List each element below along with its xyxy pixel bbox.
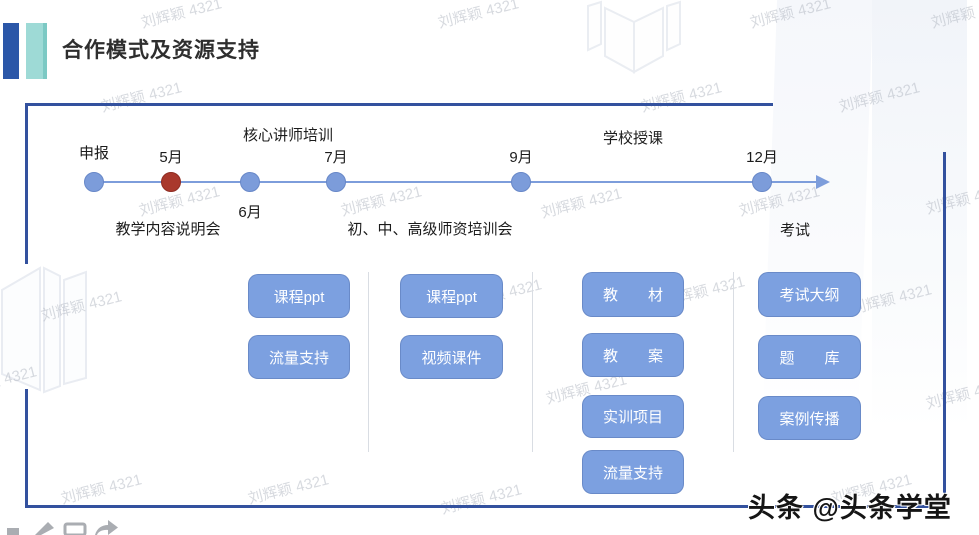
timeline-dot-june [240,172,260,192]
timeline-arrowhead-icon [816,175,830,189]
resource-card: 实训项目 [582,395,684,438]
milestone-label: 5月 [159,149,183,166]
frame-border-right [943,152,946,508]
watermark-text: 刘辉颖 4321 [139,0,224,32]
share-arrow-icon [95,520,118,535]
resource-card: 教 案 [582,333,684,377]
watermark-text: 刘辉颖 4321 [59,471,144,508]
milestone-label: 7月 [324,149,348,166]
partial-icon [7,528,19,535]
event-label: 教学内容说明会 [115,221,221,238]
timeline-dot-shenbao [84,172,104,192]
watermark-text: 刘辉颖 4321 [246,471,331,508]
watermark-text: 刘辉颖 4321 [39,288,124,325]
watermark-text: 刘辉颖 4321 [849,281,934,318]
timeline-dot-september [511,172,531,192]
phase-label: 学校授课 [602,130,663,147]
milestone-label: 9月 [509,149,533,166]
watermark-text: 刘辉颖 4321 [924,376,979,413]
watermark-text: 刘辉颖 4321 [639,79,724,116]
timeline-axis [88,181,818,183]
milestone-label: 申报 [78,145,109,162]
event-label: 考试 [779,222,810,239]
resource-card: 课程ppt [400,274,503,318]
timeline-dot-may [161,172,181,192]
watermark-text: 刘辉颖 4321 [837,79,922,116]
watermark-text: 刘辉颖 4321 [339,183,424,220]
timeline-dot-july [326,172,346,192]
resource-card: 流量支持 [582,450,684,494]
bottom-toolbar[interactable] [5,519,123,535]
resource-card: 教 材 [582,272,684,317]
watermark-text: 刘辉颖 4321 [539,185,624,222]
watermark-text: 刘辉颖 4321 [929,0,979,32]
watermark-text: 刘辉颖 4321 [99,79,184,116]
frame-border-top [25,103,773,106]
frame-border-bottom [25,505,946,508]
title-accent-bar-dark [3,23,19,79]
open-book-decor-icon [0,266,87,394]
toutiao-byline: 头条 @头条学堂 [748,493,952,523]
pencil-icon [35,522,54,535]
watermark-text: 刘辉颖 4321 [924,181,979,218]
resource-card: 案例传播 [758,396,861,440]
resource-card: 视频课件 [400,335,503,379]
phase-label: 核心讲师培训 [242,127,333,144]
timeline-dot-december [752,172,772,192]
background-panel-decor [872,0,967,430]
milestone-label: 6月 [238,204,262,221]
column-divider [368,272,369,452]
column-divider [733,272,734,452]
page-title: 合作模式及资源支持 [62,39,260,62]
column-divider [532,272,533,452]
screen-icon [63,522,87,535]
resource-card: 流量支持 [248,335,350,379]
resource-card: 课程ppt [248,274,350,318]
watermark-text: 刘辉颖 4321 [0,363,39,400]
milestone-label: 12月 [746,149,778,166]
open-book-decor-icon [587,0,681,74]
watermark-text: 刘辉颖 4321 [737,183,822,220]
title-accent-bar-teal [26,23,47,79]
watermark-text: 刘辉颖 4321 [748,0,833,32]
watermark-text: 刘辉颖 4321 [439,481,524,518]
watermark-text: 刘辉颖 4321 [436,0,521,32]
event-label: 初、中、高级师资培训会 [347,221,513,238]
frame-border-left [25,103,28,264]
resource-card: 考试大纲 [758,272,861,317]
resource-card: 题 库 [758,335,861,379]
frame-border-left [25,389,28,508]
